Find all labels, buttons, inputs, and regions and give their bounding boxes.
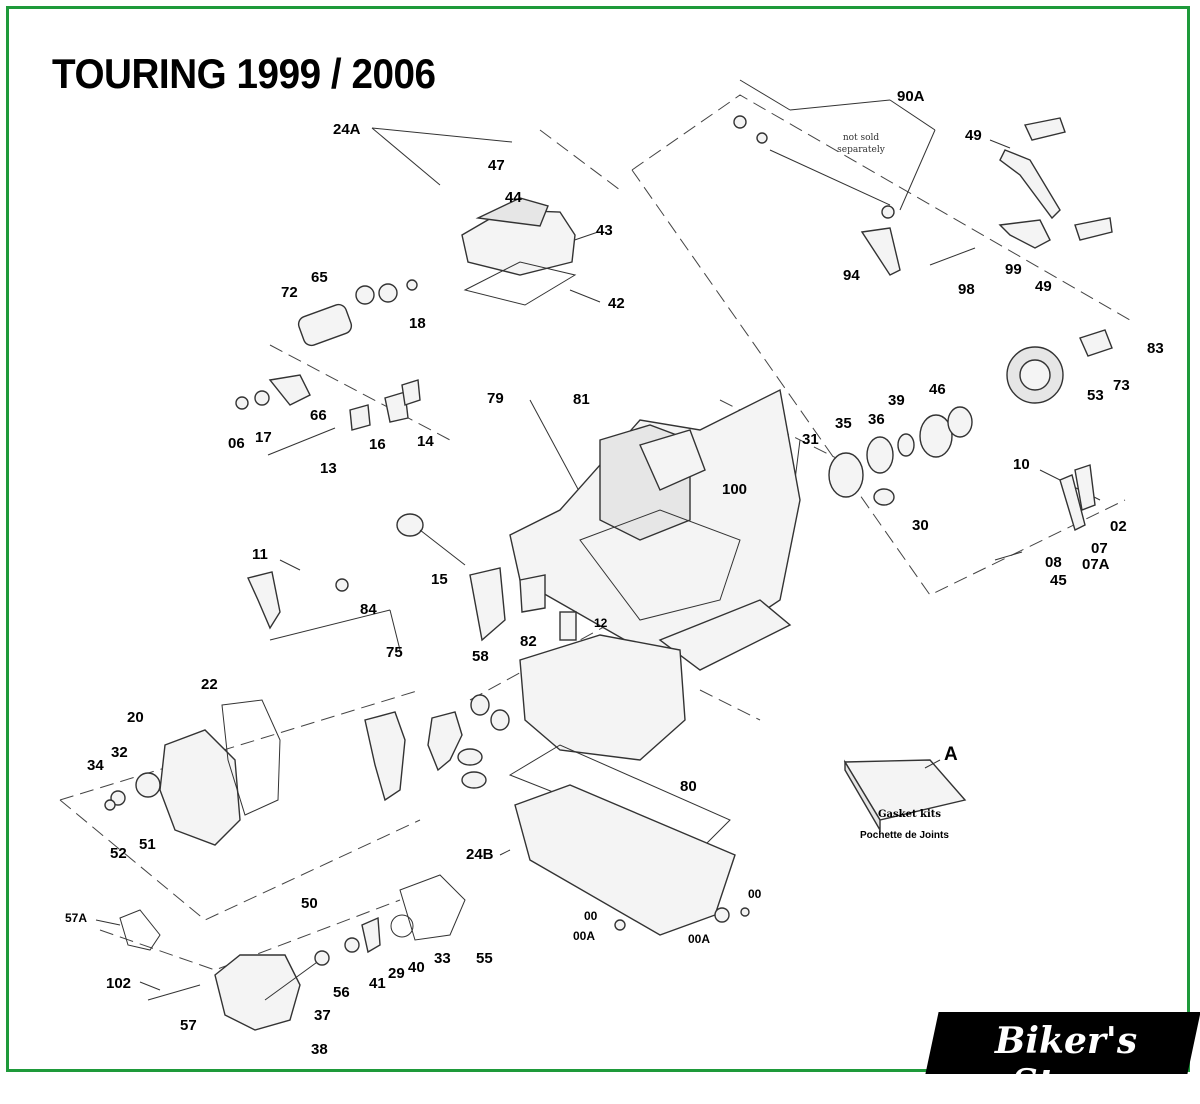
shift-linkage-90A [733, 115, 1113, 276]
callout-65: 65 [311, 269, 328, 286]
diagram-frame [6, 6, 1190, 1072]
callout-37: 37 [314, 1007, 331, 1024]
callout-53: 53 [1087, 387, 1104, 404]
callout-08: 08 [1045, 554, 1062, 571]
callout-102: 102 [106, 975, 131, 992]
callout-36: 36 [868, 411, 885, 428]
callout-81: 81 [573, 391, 590, 408]
callout-00A-right: 00A [688, 932, 710, 946]
callout-18: 18 [409, 315, 426, 332]
callout-82: 82 [520, 633, 537, 650]
callout-12: 12 [594, 616, 608, 630]
callout-32: 32 [111, 744, 128, 761]
callout-16: 16 [369, 436, 386, 453]
callout-07: 07 [1091, 540, 1108, 557]
callout-49-top: 49 [965, 127, 982, 144]
callout-00-right: 00 [748, 887, 762, 901]
callout-47: 47 [488, 157, 505, 174]
callout-98: 98 [958, 281, 975, 298]
assembly-lines [59, 94, 1131, 971]
callout-42: 42 [608, 295, 625, 312]
callout-75: 75 [386, 644, 403, 661]
callout-94: 94 [843, 267, 860, 284]
callout-29: 29 [388, 965, 405, 982]
callout-57: 57 [180, 1017, 197, 1034]
callout-80: 80 [680, 778, 697, 795]
callout-34: 34 [87, 757, 104, 774]
left-small-parts [247, 513, 577, 642]
callout-57A: 57A [65, 911, 87, 925]
callout-24A: 24A [333, 121, 361, 138]
callout-17: 17 [255, 429, 272, 446]
callout-99: 99 [1005, 261, 1022, 278]
side-cover-20 [104, 699, 281, 846]
callout-72: 72 [281, 284, 298, 301]
callout-45: 45 [1050, 572, 1067, 589]
callout-11: 11 [252, 546, 268, 563]
bearing-stack [828, 329, 1113, 506]
callout-07A: 07A [1082, 556, 1110, 573]
callout-83: 83 [1147, 340, 1164, 357]
callout-50: 50 [301, 895, 318, 912]
lever-10 [994, 464, 1096, 561]
oil-lines [364, 694, 510, 802]
transmission-case [509, 388, 801, 671]
callout-10: 10 [1013, 456, 1030, 473]
callout-51: 51 [139, 836, 156, 853]
callout-13: 13 [320, 460, 337, 477]
callout-06: 06 [228, 435, 245, 452]
callout-15: 15 [431, 571, 448, 588]
callout-49-bottom: 49 [1035, 278, 1052, 295]
callout-39: 39 [888, 392, 905, 409]
callout-35: 35 [835, 415, 852, 432]
oil-pan-80 [508, 634, 750, 936]
callout-43: 43 [596, 222, 613, 239]
store-logo: Biker's Store [994, 1020, 1138, 1104]
callout-labels: 24A 47 44 43 42 90A 49 94 98 99 49 65 72… [65, 88, 1164, 1058]
gasket-kit-box [843, 759, 967, 833]
callout-31: 31 [802, 431, 819, 448]
callout-38: 38 [311, 1041, 328, 1058]
callout-90A: 90A [897, 88, 925, 105]
callout-20: 20 [127, 709, 144, 726]
shift-drum-72 [235, 279, 421, 456]
callout-02: 02 [1110, 518, 1127, 535]
callout-22: 22 [201, 676, 218, 693]
callout-44: 44 [505, 189, 522, 206]
callout-66: 66 [310, 407, 327, 424]
callout-52: 52 [110, 845, 127, 862]
callout-84: 84 [360, 601, 377, 618]
diagram-title: TOURING 1999 / 2006 [52, 50, 436, 97]
callout-14: 14 [417, 433, 434, 450]
callout-100: 100 [722, 481, 747, 498]
callout-30: 30 [912, 517, 929, 534]
callout-33: 33 [434, 950, 451, 967]
cover-57 [119, 874, 466, 1031]
top-cover-43 [461, 197, 577, 306]
callout-73: 73 [1113, 377, 1130, 394]
callout-24B: 24B [466, 846, 494, 863]
gasket-kit-box-label: Gasket kits [878, 809, 942, 820]
callout-56: 56 [333, 984, 350, 1001]
callout-58: 58 [472, 648, 489, 665]
callout-79: 79 [487, 390, 504, 407]
not-sold-separately-note: not sold separately [837, 133, 885, 155]
callout-41: 41 [369, 975, 386, 992]
callout-00-left: 00 [584, 909, 598, 923]
callout-00A-left: 00A [573, 929, 595, 943]
callout-46: 46 [929, 381, 946, 398]
callout-55: 55 [476, 950, 493, 967]
gasket-kit-caption: Pochette de Joints [860, 830, 949, 841]
gasket-kit-letter: A [944, 744, 958, 765]
callout-40: 40 [408, 959, 425, 976]
